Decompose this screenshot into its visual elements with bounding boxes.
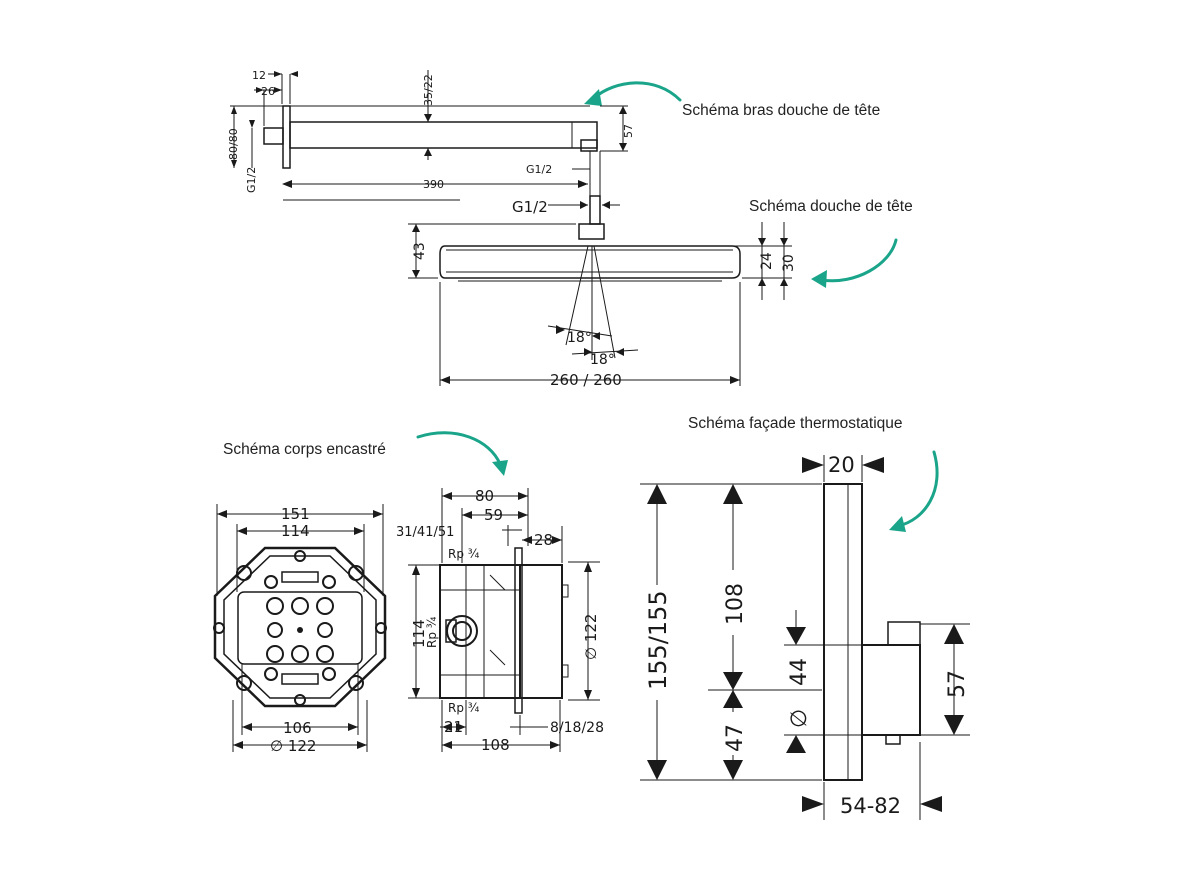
- thermostatic-drawing: [640, 455, 970, 820]
- dim-thermo-20: 20: [828, 453, 855, 477]
- label-rp-bot: Rp ¾: [448, 701, 480, 715]
- caption-thermostatic: Schéma façade thermostatique: [688, 415, 903, 432]
- dim-arm-g12-right: G1/2: [526, 163, 552, 176]
- dim-side-108: 108: [481, 736, 510, 754]
- dim-side-31-41-51: 31/41/51: [396, 525, 454, 540]
- body-side-drawing: [408, 488, 600, 752]
- dim-side-59: 59: [484, 506, 503, 524]
- teal-arrow-shower-arm: [584, 81, 682, 106]
- dim-thermo-dia: ∅: [787, 709, 812, 728]
- dim-thermo-155: 155/155: [644, 590, 672, 690]
- dim-thermo-47: 47: [723, 724, 748, 752]
- teal-arrow-thermostatic: [889, 450, 939, 532]
- dim-body-122: ∅ 122: [270, 737, 316, 755]
- dim-body-106: 106: [283, 719, 312, 737]
- dim-head-260: 260 / 260: [550, 371, 622, 389]
- dim-head-24: 24: [759, 252, 775, 270]
- dim-side-28: 28: [534, 531, 553, 549]
- teal-arrow-head-shower: [811, 238, 898, 288]
- shower-arm-drawing: [230, 70, 628, 201]
- body-front-drawing: [213, 504, 387, 752]
- dim-arm-35-22: 35/22: [422, 74, 435, 106]
- dim-side-80: 80: [475, 487, 494, 505]
- label-rp-top: Rp ¾: [448, 547, 480, 561]
- dim-side-122: ∅ 122: [582, 614, 600, 660]
- head-shower-drawing: [408, 195, 792, 386]
- dim-arm-26: 26: [261, 85, 275, 98]
- dim-arm-g12-left: G1/2: [245, 167, 258, 193]
- label-rp-mid: Rp ¾: [425, 616, 439, 648]
- dim-head-angle-b: 18°: [590, 352, 615, 368]
- dim-head-30: 30: [781, 254, 797, 272]
- caption-body: Schéma corps encastré: [223, 441, 386, 458]
- caption-head-shower: Schéma douche de tête: [749, 198, 913, 215]
- dim-head-g12: G1/2: [512, 198, 548, 216]
- dim-thermo-108: 108: [723, 583, 748, 625]
- dim-side-21: 21: [444, 718, 463, 736]
- dim-body-151: 151: [281, 505, 310, 523]
- teal-arrow-body: [416, 431, 508, 476]
- dim-arm-57: 57: [622, 124, 635, 138]
- dim-arm-12: 12: [252, 69, 266, 82]
- dim-head-43: 43: [412, 242, 428, 260]
- caption-shower-arm: Schéma bras douche de tête: [682, 102, 880, 119]
- dim-thermo-54-82: 54-82: [840, 794, 901, 818]
- dim-head-angle-a: 18°: [567, 330, 592, 346]
- dim-arm-80-80: 80/80: [227, 128, 240, 160]
- dim-thermo-44: 44: [787, 658, 812, 686]
- dim-side-8-18-28: 8/18/28: [550, 720, 604, 736]
- dim-body-114: 114: [281, 522, 310, 540]
- dim-side-114: 114: [410, 619, 428, 648]
- dim-thermo-57: 57: [945, 670, 970, 698]
- dim-arm-390: 390: [423, 178, 444, 191]
